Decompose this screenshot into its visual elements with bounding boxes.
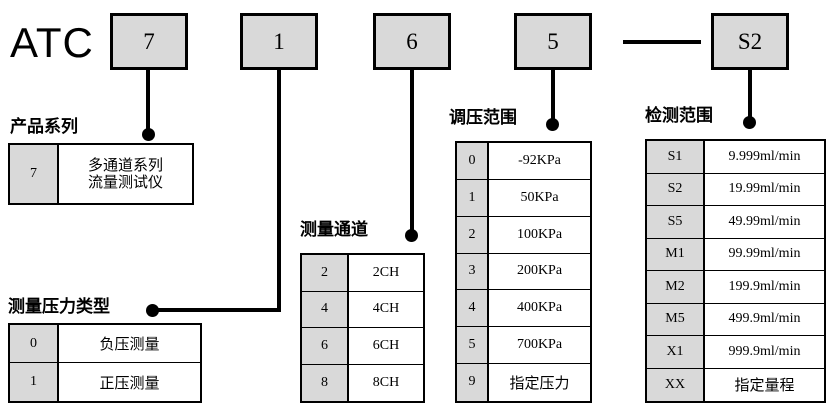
cell-code: 1 (457, 179, 489, 216)
cell-code: 4 (302, 291, 349, 327)
cell-description: -92KPa (518, 152, 561, 168)
cell-description: 99.99ml/min (728, 246, 801, 262)
connector-pressure-type-vertical (277, 70, 281, 312)
cell-code: 3 (457, 253, 489, 290)
table-row: 3 200KPa (457, 253, 590, 291)
table-row: 0 -92KPa (457, 143, 590, 180)
cell-code: 7 (10, 145, 59, 203)
cell-description: 200KPa (516, 263, 563, 279)
table-measure-channel: 2 2CH 4 4CH 6 6CH 8 8CH (300, 253, 425, 403)
code-box-pressure-type[interactable]: 1 (240, 13, 318, 70)
cell-code: 5 (457, 327, 489, 364)
table-row: 8 8CH (302, 364, 423, 401)
table-row: 2 2CH (302, 255, 423, 292)
caption-product-series: 产品系列 (10, 117, 78, 137)
code-box-measure-channel[interactable]: 6 (373, 13, 451, 70)
cell-code: S1 (647, 141, 705, 173)
table-product-series: 7 多通道系列 流量测试仪 (8, 143, 194, 205)
table-pressure-range: 0 -92KPa 1 50KPa 2 100KPa 3 200KPa 4 400… (455, 141, 592, 403)
cell-description: 指定量程 (734, 376, 795, 395)
cell-code: 9 (457, 364, 489, 401)
cell-code: X1 (647, 336, 705, 368)
connector-product-series (146, 70, 150, 133)
table-row: M5 499.9ml/min (647, 303, 824, 336)
model-prefix-label: ATC (10, 19, 94, 66)
caption-measure-channel: 测量通道 (300, 220, 368, 240)
cell-code: S5 (647, 206, 705, 238)
connector-dot-measure-channel (405, 229, 418, 242)
code-box-product-series[interactable]: 7 (110, 13, 188, 70)
table-row: X1 999.9ml/min (647, 336, 824, 369)
table-row: 9 指定压力 (457, 364, 590, 401)
table-pressure-type: 0 负压测量 1 正压测量 (8, 323, 202, 403)
cell-description: 正压测量 (99, 373, 160, 392)
cell-code: 1 (10, 363, 59, 401)
cell-code: M5 (647, 303, 705, 335)
connector-dot-pressure-range (546, 118, 559, 131)
code-box-detection-range[interactable]: S2 (711, 13, 789, 70)
cell-description: 8CH (372, 374, 400, 390)
table-row: 1 50KPa (457, 179, 590, 217)
connector-pressure-type-horizontal (152, 308, 281, 312)
code-box-pressure-range[interactable]: 5 (514, 13, 592, 70)
cell-description-line-2: 流量测试仪 (87, 173, 163, 191)
cell-code: 2 (302, 255, 349, 291)
cell-description: 多通道系列 流量测试仪 (59, 145, 192, 203)
cell-description: 50KPa (520, 189, 559, 205)
cell-description: 2CH (372, 264, 400, 280)
cell-code: 0 (10, 325, 59, 362)
table-row: M2 199.9ml/min (647, 271, 824, 304)
connector-measure-channel (410, 70, 414, 235)
cell-code: 0 (457, 143, 489, 179)
connector-pressure-range (551, 70, 555, 125)
connector-dot-pressure-type (146, 304, 159, 317)
cell-description: 19.99ml/min (728, 181, 801, 197)
table-row: S5 49.99ml/min (647, 206, 824, 239)
caption-detection-range: 检测范围 (645, 106, 713, 126)
table-row: 4 4CH (302, 291, 423, 328)
cell-code: 4 (457, 290, 489, 327)
cell-description: 100KPa (516, 226, 563, 242)
caption-pressure-type: 测量压力类型 (8, 297, 110, 317)
cell-description: 400KPa (516, 300, 563, 316)
cell-code: 2 (457, 216, 489, 253)
connector-dot-product-series (142, 128, 155, 141)
table-row: 2 100KPa (457, 216, 590, 254)
cell-description: 999.9ml/min (728, 343, 801, 359)
table-row: M1 99.99ml/min (647, 238, 824, 271)
cell-description: 49.99ml/min (728, 213, 801, 229)
cell-description: 199.9ml/min (728, 278, 801, 294)
model-separator-dash (623, 40, 701, 44)
cell-code: 8 (302, 364, 349, 401)
cell-description: 负压测量 (99, 335, 160, 353)
cell-code: M1 (647, 238, 705, 270)
table-row: S1 9.999ml/min (647, 141, 824, 174)
table-row: 5 700KPa (457, 327, 590, 365)
cell-description: 499.9ml/min (728, 311, 801, 327)
connector-dot-detection-range (743, 116, 756, 129)
table-row: 0 负压测量 (10, 325, 200, 363)
cell-description: 6CH (372, 337, 400, 353)
cell-code: S2 (647, 173, 705, 205)
table-row: 1 正压测量 (10, 363, 200, 401)
cell-code: M2 (647, 271, 705, 303)
cell-description-line-1: 多通道系列 (87, 155, 163, 174)
cell-description: 700KPa (516, 337, 563, 353)
table-row: S2 19.99ml/min (647, 173, 824, 206)
cell-description: 4CH (372, 301, 400, 317)
cell-description: 指定压力 (509, 373, 570, 392)
connector-detection-range (748, 70, 752, 123)
table-row: 7 多通道系列 流量测试仪 (10, 145, 192, 203)
cell-code: 6 (302, 328, 349, 364)
caption-pressure-range: 调压范围 (449, 108, 517, 128)
table-row: 4 400KPa (457, 290, 590, 328)
table-row: 6 6CH (302, 328, 423, 365)
table-row: XX 指定量程 (647, 368, 824, 401)
table-detection-range: S1 9.999ml/min S2 19.99ml/min S5 49.99ml… (645, 139, 826, 403)
cell-description: 9.999ml/min (728, 148, 801, 164)
cell-code: XX (647, 368, 705, 401)
